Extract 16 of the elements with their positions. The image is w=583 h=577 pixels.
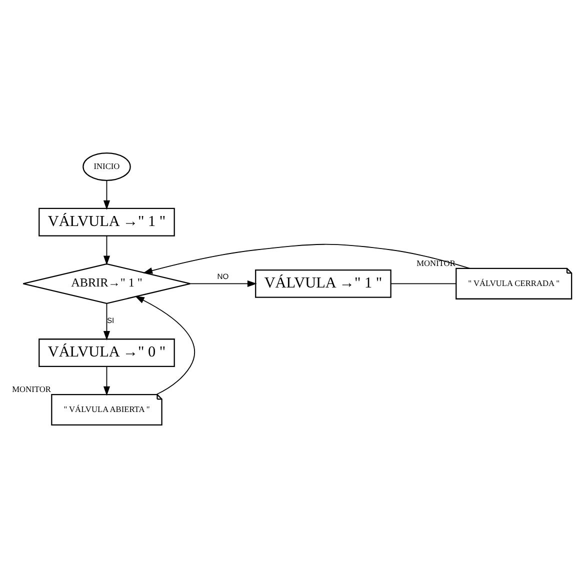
- arrow: [103, 302, 110, 340]
- node-box: VÁLVULA →" 1 ": [38, 207, 175, 236]
- node-label: MONITOR: [416, 258, 456, 268]
- node-label: MONITOR: [12, 384, 51, 394]
- edge-label: SI: [106, 316, 114, 325]
- edge-label: NO: [217, 272, 229, 281]
- arrow: [103, 366, 110, 396]
- arrow: [134, 296, 196, 394]
- node-box: VÁLVULA →" 1 ": [255, 268, 392, 298]
- node-ellipse: INICIO: [82, 152, 131, 180]
- arrow: [103, 180, 110, 210]
- connector: [390, 282, 456, 284]
- arrow: [103, 234, 110, 265]
- arrow: [143, 243, 470, 274]
- arrow: [190, 280, 257, 286]
- node-box: VÁLVULA →" 0 ": [38, 338, 175, 367]
